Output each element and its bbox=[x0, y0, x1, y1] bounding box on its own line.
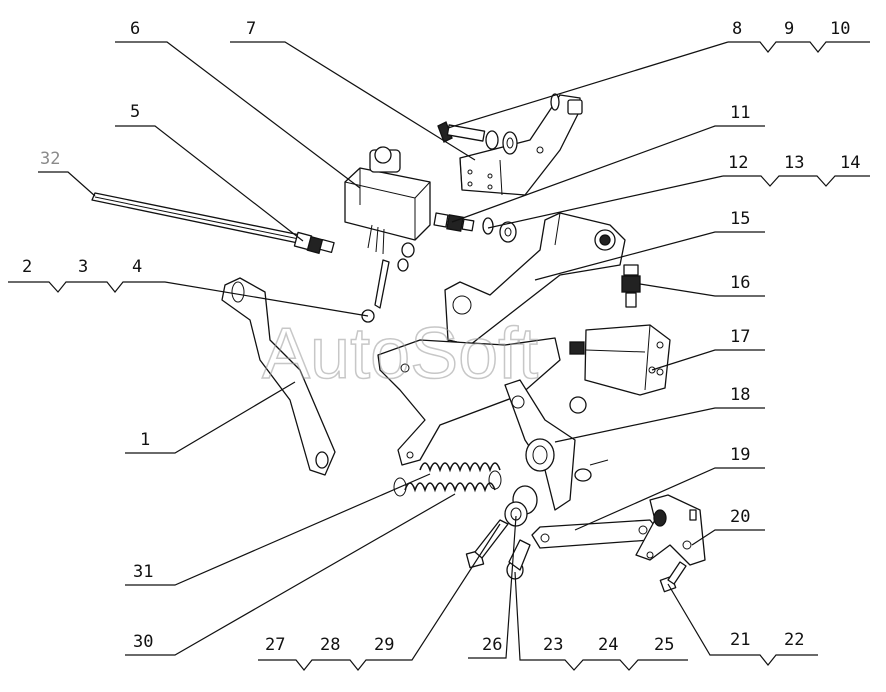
callout-labels: 1 2 3 4 5 6 7 8 9 10 11 12 13 14 15 16 1… bbox=[22, 19, 860, 655]
callout-5: 5 bbox=[130, 102, 140, 122]
callout-1: 1 bbox=[140, 430, 150, 450]
callout-11: 11 bbox=[730, 103, 750, 123]
callout-14: 14 bbox=[840, 153, 860, 173]
callout-17: 17 bbox=[730, 327, 750, 347]
callout-25: 25 bbox=[654, 635, 674, 655]
callout-29: 29 bbox=[374, 635, 394, 655]
fittings-part-11-14 bbox=[433, 212, 517, 243]
callout-13: 13 bbox=[784, 153, 804, 173]
bracket-part-7 bbox=[459, 93, 583, 196]
callout-27: 27 bbox=[265, 635, 285, 655]
spring-part-30 bbox=[393, 477, 496, 497]
watermark: AutoSoft bbox=[262, 314, 538, 394]
bolt-part-21-22 bbox=[659, 561, 687, 593]
callout-30: 30 bbox=[133, 632, 153, 652]
bolt-washers-part-8-10 bbox=[437, 121, 518, 155]
callout-26: 26 bbox=[482, 635, 502, 655]
frame-lower bbox=[377, 337, 561, 466]
callout-23: 23 bbox=[543, 635, 563, 655]
lever-part-18 bbox=[504, 379, 609, 511]
callout-21: 21 bbox=[730, 630, 750, 650]
callout-18: 18 bbox=[730, 385, 750, 405]
leader-lines bbox=[8, 41, 870, 671]
callout-12: 12 bbox=[728, 153, 748, 173]
callout-3: 3 bbox=[78, 257, 88, 277]
link-part-19 bbox=[531, 519, 659, 549]
pin-part-4 bbox=[361, 242, 415, 323]
valve-part-6 bbox=[344, 146, 431, 255]
fitting-part-5 bbox=[293, 231, 335, 255]
cylinder-part-17 bbox=[569, 324, 671, 396]
callout-9: 9 bbox=[784, 19, 794, 39]
callout-24: 24 bbox=[598, 635, 618, 655]
arm-part-1 bbox=[221, 277, 336, 476]
callout-16: 16 bbox=[730, 273, 750, 293]
bolt-part-27-29 bbox=[465, 519, 509, 569]
callout-4: 4 bbox=[132, 257, 142, 277]
callout-32: 32 bbox=[40, 149, 60, 169]
callout-15: 15 bbox=[730, 209, 750, 229]
callout-8: 8 bbox=[732, 19, 742, 39]
callout-28: 28 bbox=[320, 635, 340, 655]
fitting-part-16 bbox=[621, 264, 641, 308]
callout-6: 6 bbox=[130, 19, 140, 39]
callout-2: 2 bbox=[22, 257, 32, 277]
bushing-part-23-25 bbox=[506, 539, 531, 580]
callout-10: 10 bbox=[830, 19, 850, 39]
callout-31: 31 bbox=[133, 562, 153, 582]
callout-20: 20 bbox=[730, 507, 750, 527]
bushing-part-26 bbox=[504, 485, 538, 527]
callout-7: 7 bbox=[246, 19, 256, 39]
rod-part-32 bbox=[91, 192, 301, 244]
callout-22: 22 bbox=[784, 630, 804, 650]
bracket-part-20 bbox=[635, 494, 706, 566]
callout-19: 19 bbox=[730, 445, 750, 465]
